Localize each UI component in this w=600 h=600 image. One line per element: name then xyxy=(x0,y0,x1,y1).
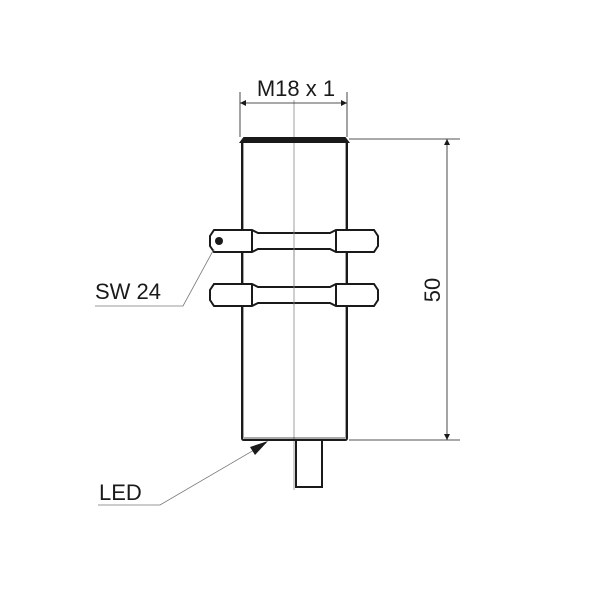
led-label: LED xyxy=(99,480,142,505)
connector-stub xyxy=(295,439,323,488)
led-marker-dot xyxy=(215,237,223,245)
wrench-size-label: SW 24 xyxy=(95,279,161,304)
led-leader xyxy=(98,442,267,506)
length-dimension xyxy=(349,138,460,441)
led-arrow-icon xyxy=(250,441,268,455)
length-label: 50 xyxy=(420,278,445,302)
wrench-size-leader xyxy=(95,248,215,307)
thread-dimension xyxy=(239,92,348,137)
thread-label: M18 x 1 xyxy=(257,76,335,101)
sensor-body xyxy=(239,137,350,441)
